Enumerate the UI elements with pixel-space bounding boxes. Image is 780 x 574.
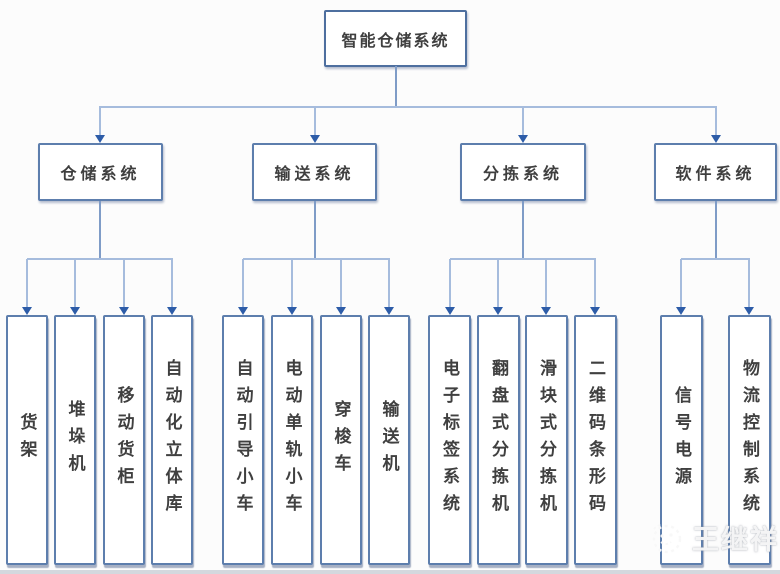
connector-drop bbox=[314, 106, 316, 135]
node-label: 电动单轨小车 bbox=[282, 359, 302, 521]
connector-drop bbox=[123, 259, 125, 307]
arrow-down-icon bbox=[310, 135, 320, 143]
node-label: 二维码条形码 bbox=[586, 359, 605, 521]
connector-drop bbox=[291, 259, 293, 307]
node-label: 自动引导小车 bbox=[233, 359, 253, 521]
arrow-down-icon bbox=[167, 307, 177, 315]
node-label: 软件系统 bbox=[675, 166, 756, 183]
connector-drop bbox=[171, 259, 173, 307]
arrow-down-icon bbox=[541, 307, 551, 315]
arrow-down-icon bbox=[493, 307, 503, 315]
node-label: 分拣系统 bbox=[482, 166, 563, 183]
connector-drop bbox=[449, 259, 451, 307]
node-label: 移动货柜 bbox=[114, 386, 134, 494]
connector-drop bbox=[388, 259, 390, 307]
node-shuttle-car: 穿梭车 bbox=[320, 315, 362, 565]
connector-drop bbox=[594, 259, 596, 307]
node-label: 货架 bbox=[17, 413, 37, 467]
node-tilt-tray-sorter: 翻盘式分拣机 bbox=[477, 315, 520, 565]
connector-root-stub bbox=[395, 66, 397, 107]
connector-branch-stub bbox=[715, 201, 717, 259]
arrow-down-icon bbox=[518, 135, 528, 143]
node-slide-shoe-sorter: 滑块式分拣机 bbox=[525, 315, 568, 565]
node-mobile-container: 移动货柜 bbox=[103, 315, 145, 565]
node-label: 堆垛机 bbox=[65, 399, 85, 481]
arrow-down-icon bbox=[445, 307, 455, 315]
connector-drop bbox=[680, 259, 682, 307]
node-electronic-label-system: 电子标签系统 bbox=[428, 315, 471, 565]
node-label: 物流控制系统 bbox=[740, 359, 759, 521]
connector-group-hline bbox=[243, 258, 390, 260]
node-label: 输送系统 bbox=[274, 166, 355, 183]
connector-drop bbox=[242, 259, 244, 307]
image-bottom-edge bbox=[0, 570, 780, 574]
node-conveyor: 输送机 bbox=[368, 315, 410, 565]
connector-l1-hline bbox=[100, 106, 717, 108]
arrow-down-icon bbox=[711, 135, 721, 143]
connector-branch-stub bbox=[522, 201, 524, 259]
arrow-down-icon bbox=[287, 307, 297, 315]
node-qrcode-barcode: 二维码条形码 bbox=[574, 315, 617, 565]
node-label: 穿梭车 bbox=[331, 399, 351, 481]
node-label: 输送机 bbox=[379, 399, 399, 481]
node-automated-warehouse: 自动化立体库 bbox=[151, 315, 193, 565]
arrow-down-icon bbox=[744, 307, 754, 315]
connector-drop bbox=[545, 259, 547, 307]
node-electric-monorail-car: 电动单轨小车 bbox=[271, 315, 313, 565]
node-label: 翻盘式分拣机 bbox=[489, 359, 508, 521]
connector-drop bbox=[26, 259, 28, 307]
connector-branch-stub bbox=[314, 201, 316, 259]
connector-drop bbox=[74, 259, 76, 307]
arrow-down-icon bbox=[590, 307, 600, 315]
node-label: 仓储系统 bbox=[60, 166, 141, 183]
connector-group-hline bbox=[27, 258, 173, 260]
connector-drop bbox=[748, 259, 750, 307]
node-label: 滑块式分拣机 bbox=[537, 359, 556, 521]
arrow-down-icon bbox=[70, 307, 80, 315]
connector-branch-stub bbox=[99, 201, 101, 259]
arrow-down-icon bbox=[22, 307, 32, 315]
connector-group-hline bbox=[681, 258, 750, 260]
node-signal-power: 信号电源 bbox=[660, 315, 703, 565]
connector-drop bbox=[340, 259, 342, 307]
node-software-system: 软件系统 bbox=[654, 143, 777, 201]
node-label: 电子标签系统 bbox=[440, 359, 459, 521]
node-sorting-system: 分拣系统 bbox=[460, 143, 586, 201]
node-label: 智能仓储系统 bbox=[341, 32, 450, 50]
connector-drop bbox=[522, 106, 524, 135]
node-agv: 自动引导小车 bbox=[222, 315, 264, 565]
arrow-down-icon bbox=[676, 307, 686, 315]
arrow-down-icon bbox=[238, 307, 248, 315]
node-smart-warehouse-system: 智能仓储系统 bbox=[324, 10, 467, 67]
connector-drop bbox=[497, 259, 499, 307]
arrow-down-icon bbox=[119, 307, 129, 315]
node-storage-system: 仓储系统 bbox=[38, 143, 163, 201]
node-shelf: 货架 bbox=[6, 315, 48, 565]
connector-group-hline bbox=[450, 258, 596, 260]
node-label: 信号电源 bbox=[672, 386, 691, 494]
arrow-down-icon bbox=[95, 135, 105, 143]
connector-drop bbox=[715, 106, 717, 135]
node-conveying-system: 输送系统 bbox=[252, 143, 377, 201]
node-logistics-control-system: 物流控制系统 bbox=[728, 315, 771, 565]
node-stacker: 堆垛机 bbox=[54, 315, 96, 565]
node-label: 自动化立体库 bbox=[162, 359, 182, 521]
connector-drop bbox=[99, 106, 101, 135]
arrow-down-icon bbox=[336, 307, 346, 315]
arrow-down-icon bbox=[384, 307, 394, 315]
